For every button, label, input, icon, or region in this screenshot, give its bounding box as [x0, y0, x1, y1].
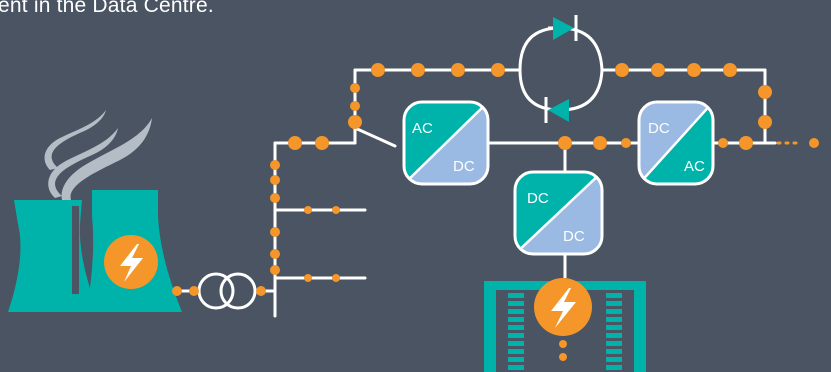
lightning-bolt-icon: [104, 235, 158, 289]
converter-output-label: AC: [684, 158, 705, 175]
diode-icon: [548, 15, 578, 41]
converter-input-label: AC: [412, 120, 433, 137]
current-flow-dots: [172, 63, 772, 296]
power-plant-icon: [8, 110, 182, 312]
converter-input-label: DC: [648, 120, 670, 137]
converter-output-label: DC: [563, 228, 585, 245]
output-terminal: [776, 138, 819, 148]
caption-text: ent in the Data Centre.: [0, 0, 214, 17]
converter-output-label: DC: [453, 158, 475, 175]
diode-icon: [544, 97, 569, 123]
lightning-bolt-icon: [534, 278, 592, 336]
rectifier-ac-dc: AC DC: [402, 100, 490, 186]
transformer-icon: [197, 272, 257, 310]
inverter-dc-ac: DC AC: [637, 100, 715, 186]
converter-input-label: DC: [527, 190, 549, 207]
dc-dc-converter: DC DC: [513, 170, 604, 256]
